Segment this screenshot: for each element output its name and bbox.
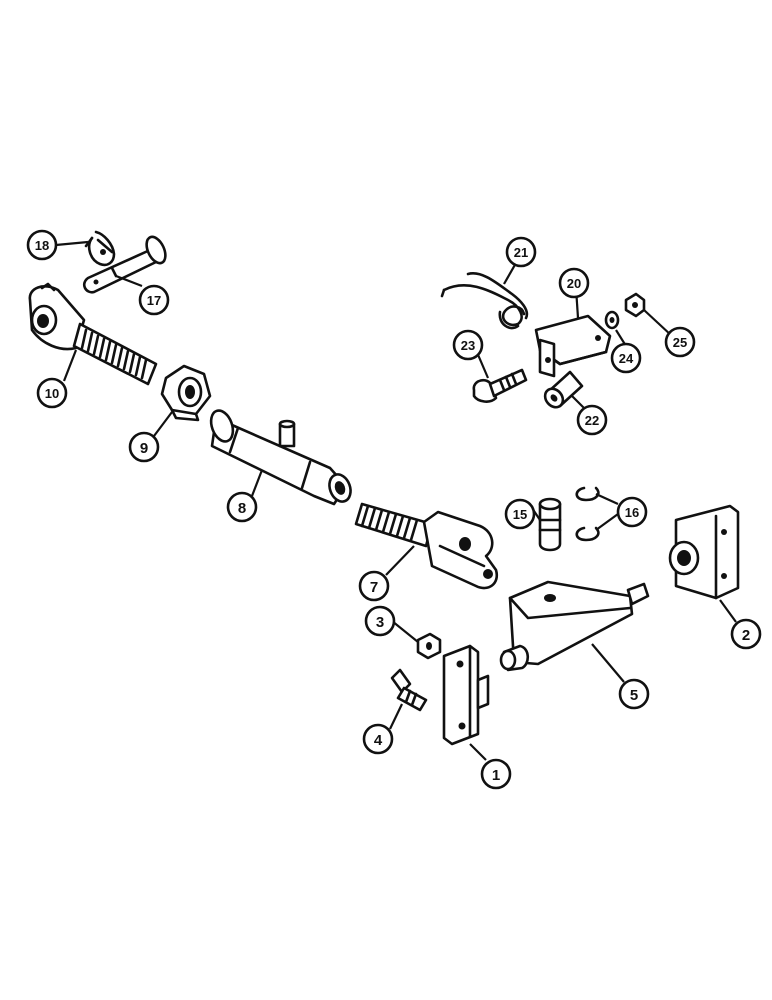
svg-text:23: 23 — [461, 338, 475, 353]
svg-text:5: 5 — [630, 687, 638, 704]
svg-text:21: 21 — [514, 245, 528, 260]
part-25-nut — [624, 292, 646, 318]
svg-text:22: 22 — [585, 413, 599, 428]
svg-text:25: 25 — [673, 335, 687, 350]
callout-8: 8 — [226, 491, 258, 523]
callout-16: 16 — [616, 496, 648, 528]
part-4-bolt — [390, 668, 428, 712]
callout-2: 2 — [730, 618, 762, 650]
part-15-pin — [538, 497, 562, 552]
part-22-sleeve — [543, 370, 584, 409]
part-1-plate — [442, 644, 490, 746]
part-23-bolt — [472, 368, 528, 403]
callout-9: 9 — [128, 431, 160, 463]
callout-22: 22 — [576, 404, 608, 436]
callout-24: 24 — [610, 342, 642, 374]
callouts: 18 17 10 9 8 7 15 16 — [26, 229, 762, 790]
part-3-nut — [416, 632, 442, 660]
svg-text:2: 2 — [742, 627, 750, 644]
callout-25: 25 — [664, 326, 696, 358]
callout-23: 23 — [452, 329, 484, 361]
callout-15: 15 — [504, 498, 536, 530]
part-24-washer — [604, 310, 620, 330]
part-8-turnbuckle-tube — [209, 409, 352, 506]
part-21-spring-clip — [440, 272, 529, 330]
callout-7: 7 — [358, 570, 390, 602]
callout-20: 20 — [558, 267, 590, 299]
part-20-bracket — [534, 314, 612, 378]
svg-text:7: 7 — [370, 579, 378, 596]
svg-text:24: 24 — [619, 351, 634, 366]
callout-4: 4 — [362, 723, 394, 755]
part-2-bracket — [668, 504, 740, 600]
svg-text:20: 20 — [567, 276, 581, 291]
part-17-clevis-pin — [82, 235, 167, 294]
svg-text:8: 8 — [238, 500, 246, 517]
part-18-lynch-pin — [84, 230, 116, 267]
callout-18: 18 — [26, 229, 58, 261]
svg-text:1: 1 — [492, 767, 500, 784]
callout-3: 3 — [364, 605, 396, 637]
svg-text:3: 3 — [376, 614, 384, 631]
svg-text:9: 9 — [140, 440, 148, 457]
svg-text:10: 10 — [45, 386, 59, 401]
callout-5: 5 — [618, 678, 650, 710]
svg-text:16: 16 — [625, 505, 639, 520]
part-10-rod-end — [28, 282, 158, 386]
part-16-snap-rings — [575, 486, 600, 542]
callout-17: 17 — [138, 284, 170, 316]
svg-text:4: 4 — [374, 732, 383, 749]
callout-21: 21 — [505, 236, 537, 268]
part-5-arm — [499, 580, 650, 672]
callout-1: 1 — [480, 758, 512, 790]
part-9-hex-nut — [160, 364, 212, 422]
svg-text:18: 18 — [35, 238, 49, 253]
svg-text:17: 17 — [147, 293, 161, 308]
svg-text:15: 15 — [513, 507, 527, 522]
callout-10: 10 — [36, 377, 68, 409]
part-7-yoke — [354, 502, 499, 590]
